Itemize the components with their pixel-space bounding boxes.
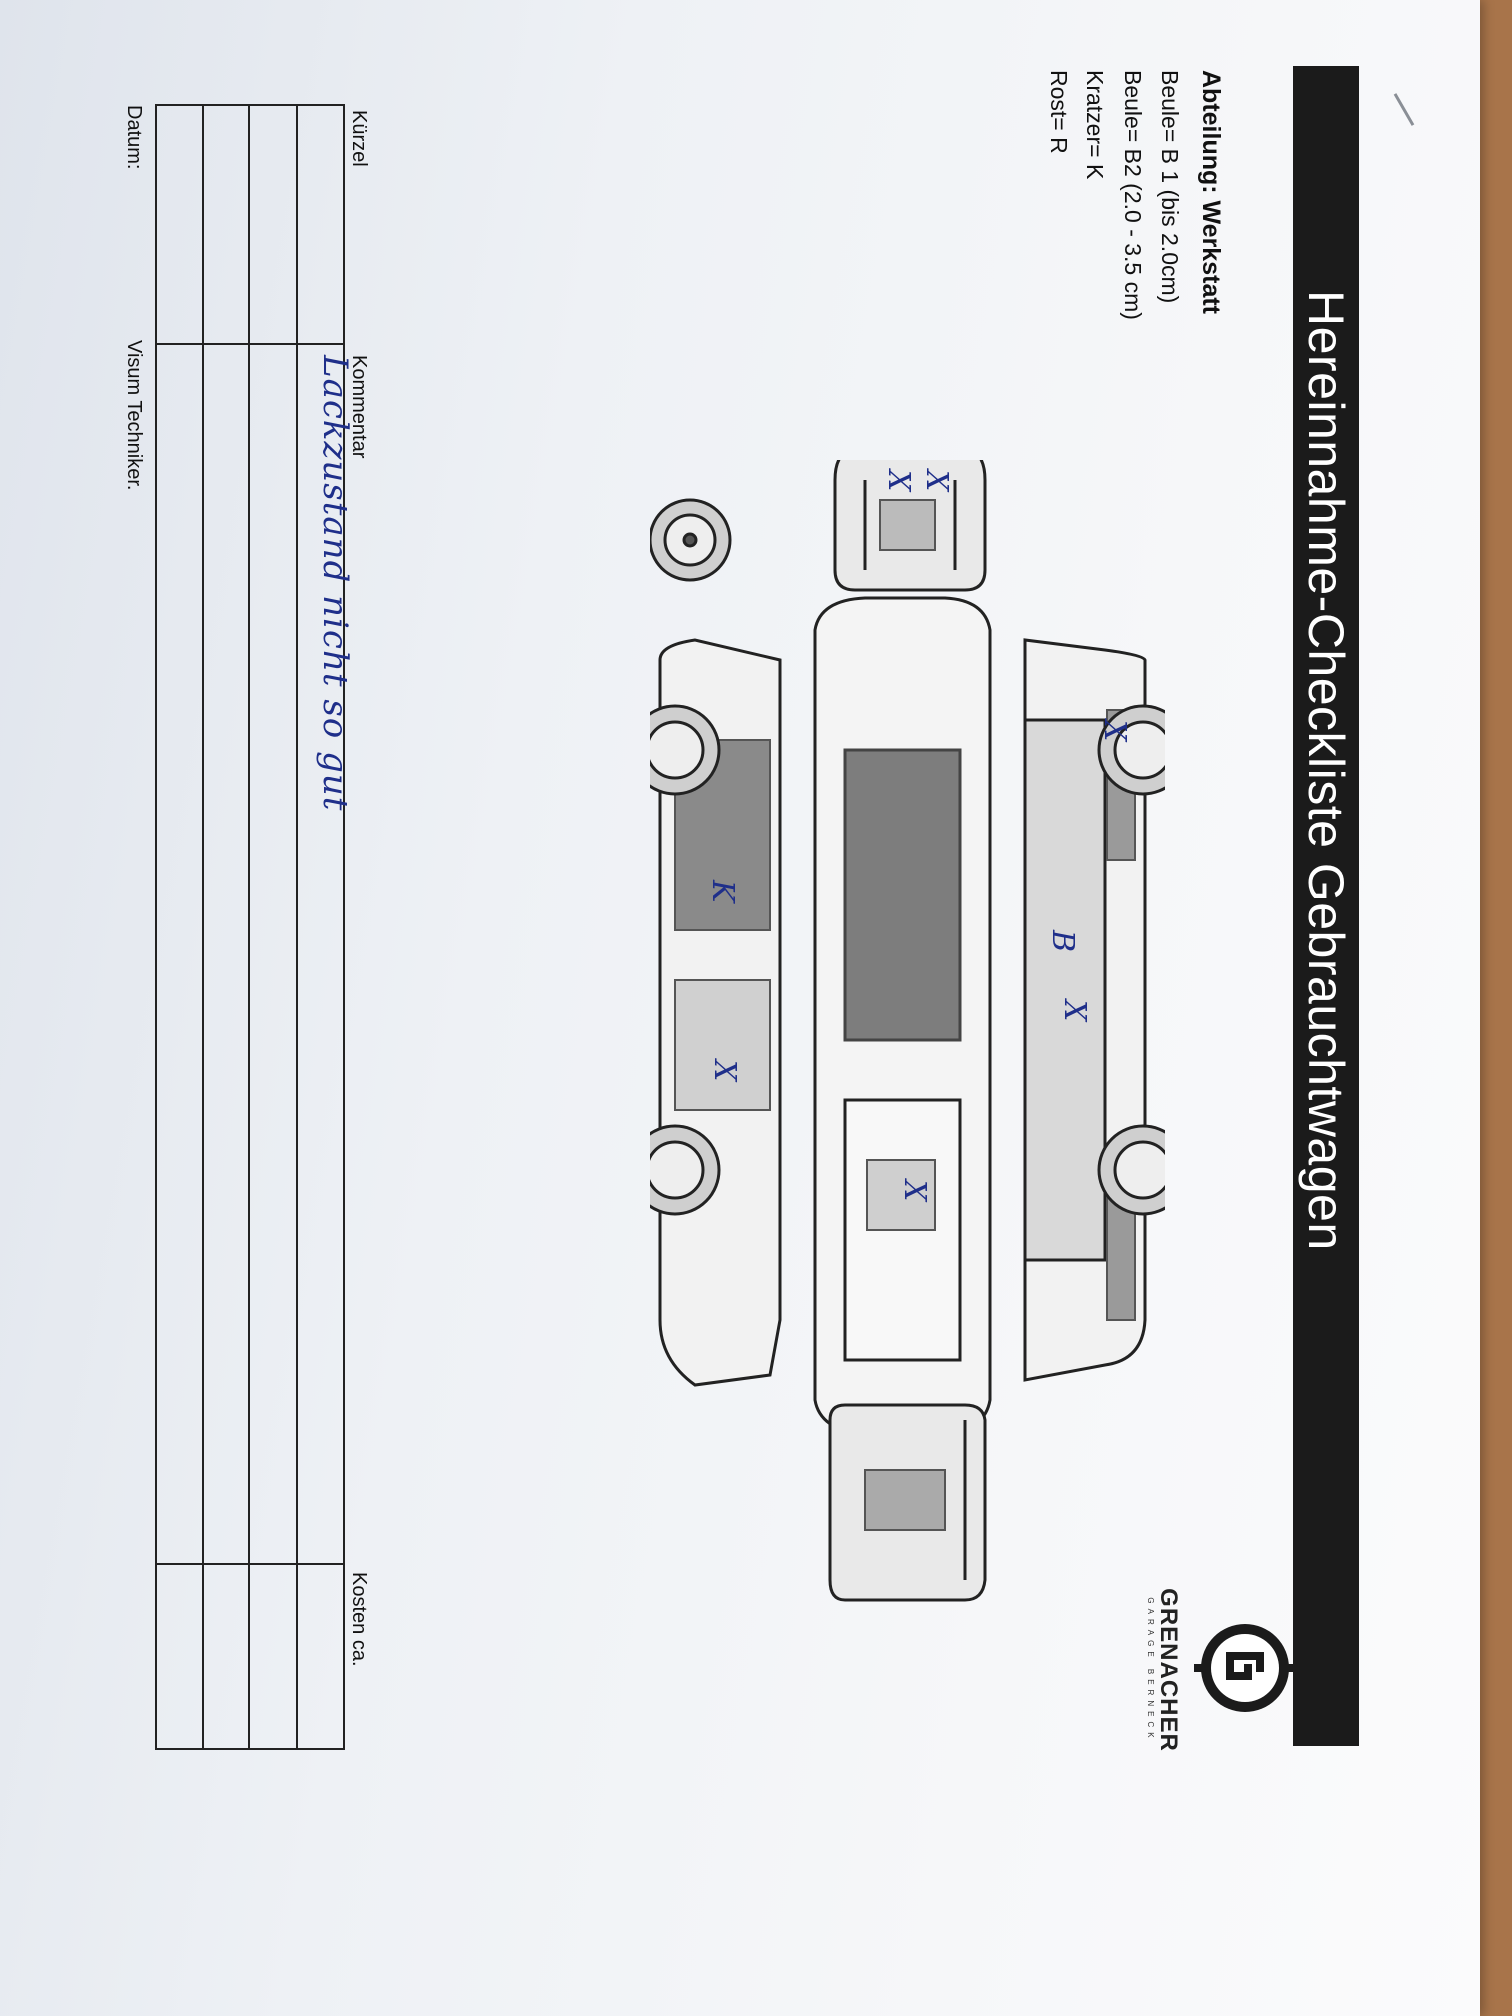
car-rear-view: [828, 1403, 987, 1602]
checklist-paper: Hereinnahme-Checkliste Gebrauchtwagen GR…: [0, 0, 1480, 2016]
car-left-side-view: [650, 638, 782, 1387]
car-top-view: [813, 596, 992, 1437]
column-header-kuerzel: Kürzel: [348, 110, 370, 167]
page-title: Hereinnahme-Checkliste Gebrauchtwagen: [1298, 290, 1354, 1251]
vehicle-damage-diagram: X X X K B X X X: [650, 460, 1165, 1602]
department-label: Abteilung: Werkstatt: [1197, 70, 1225, 314]
damage-mark-xs: X: [919, 468, 954, 493]
date-label: Datum:: [123, 105, 145, 170]
technician-visum-label: Visum Techniker.: [123, 340, 145, 491]
damage-mark-xs: X: [1097, 718, 1132, 743]
damage-mark-xs: X: [707, 1058, 742, 1083]
car-right-side-view: [1023, 638, 1165, 1382]
legend-item: Beule= B 1 (bis 2.0cm): [1157, 70, 1183, 304]
table-row: Lackzustand nicht so gut: [315, 355, 355, 812]
legend-item: Kratzer= K: [1082, 70, 1108, 180]
damage-mark-b: B: [1045, 929, 1080, 952]
spare-wheel-icon: [650, 498, 732, 582]
legend-item: Rost= R: [1046, 70, 1072, 154]
damage-mark-xs: X: [1057, 998, 1092, 1023]
column-header-kosten: Kosten ca.: [348, 1572, 370, 1667]
legend-item: Beule= B2 (2.0 - 3.5 cm): [1120, 70, 1146, 320]
damage-mark-xs: X: [881, 468, 916, 493]
brand-logo-icon: [1194, 1624, 1296, 1712]
checklist-sheet: Hereinnahme-Checkliste Gebrauchtwagen GR…: [123, 66, 1359, 1752]
damage-mark-k: K: [705, 879, 740, 904]
damage-table: [155, 104, 345, 1750]
car-front-view: [833, 460, 987, 592]
damage-mark-xs: X: [897, 1178, 932, 1203]
